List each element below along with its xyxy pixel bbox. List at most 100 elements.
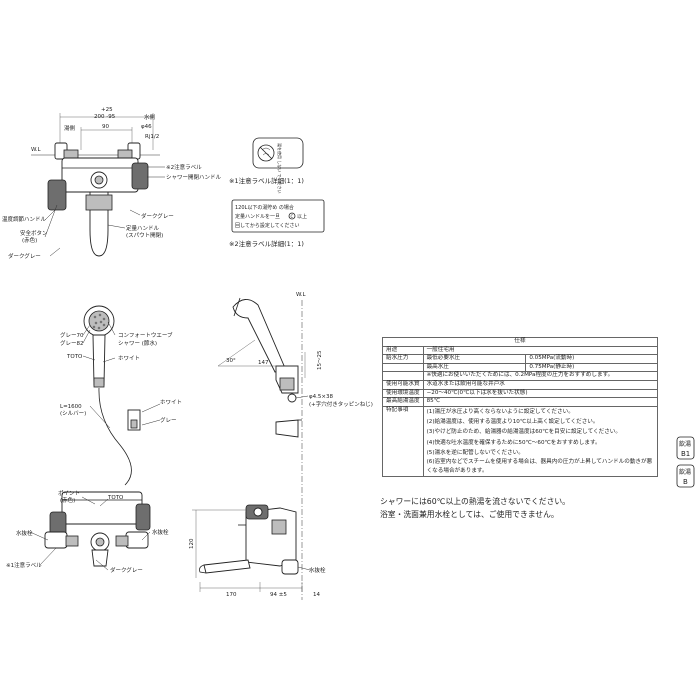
- dim-25: +25: [101, 107, 113, 113]
- badge2-top: 飲湯: [679, 468, 691, 476]
- hand-shower-detail: グレー70 グレー82 TOTO コンフォートウエーブ シャワー (節水) ホワ…: [60, 305, 182, 486]
- front-view-top: +25 200 -95 90 φ46 Rј1/2 湯側 水側 W.L: [2, 107, 222, 260]
- dim-94: 94 ±5: [270, 592, 287, 598]
- spec-row-label: 給水圧力: [382, 354, 424, 364]
- notes-cell: (1)湯圧が水圧より高くならないように設定してください。 (2)給湯温度は、使用…: [422, 405, 659, 478]
- toto-label-b: TOTO: [107, 495, 124, 501]
- spec-row: ※快適にお使いいただくためには、0.2MPa程度の圧力をおすすめします。: [382, 371, 659, 381]
- note-4: (4)快適な吐水温度を確保するために50℃～60℃をおすすめします。: [426, 439, 601, 446]
- spec-row-label: 使用環境温度: [382, 388, 424, 399]
- comfort-label: コンフォートウエーブ: [118, 331, 173, 339]
- notes-label: 特記事項: [382, 405, 424, 478]
- flow-handle-label: 定量ハンドル: [126, 224, 160, 232]
- spec-row-sub: 最低必要水圧: [422, 354, 527, 364]
- drain-label-right: 水抜栓: [152, 528, 169, 536]
- safety-button-color: (赤色): [22, 236, 37, 244]
- dim-90: 90: [102, 124, 109, 130]
- badge-b: 飲湯 B: [676, 464, 695, 488]
- grey-label-c: グレー: [160, 416, 177, 424]
- safety-button-label: 安全ボタン: [20, 229, 48, 237]
- label2-line4: 回してから設定してください: [235, 222, 300, 229]
- spec-row-label: 用途: [382, 345, 424, 356]
- spec-row: 使用可能水質水道水または飲用可能な井戸水: [382, 379, 659, 390]
- temp-handle-label: 温度調節ハンドル: [2, 215, 47, 223]
- wl-label-b: W.L: [296, 292, 307, 298]
- note-2: (2)給湯温度は、使用する温度より10℃以上高く設定してください。: [426, 419, 599, 426]
- dim-170: 170: [226, 592, 237, 598]
- note-5: (5)湯水を逆に配管しないでください。: [426, 449, 524, 456]
- label1-text: 湯を使用 しない でください: [277, 143, 283, 194]
- flow-handle-note: (スパウト開閉): [126, 231, 163, 239]
- badge2-bottom: B: [683, 478, 688, 486]
- spec-row-label: [382, 371, 424, 381]
- spec-row-value: ※快適にお使いいただくためには、0.2MPa程度の圧力をおすすめします。: [422, 371, 659, 381]
- dark-grey-label-c: ダークグレー: [110, 566, 143, 574]
- dim-147: 147: [258, 360, 269, 366]
- badge1-top: 飲湯: [679, 440, 691, 448]
- side-view-shower: W.L 147 30° 15～25 φ4.5×38 (+字穴付きタッピンねじ): [217, 292, 373, 600]
- hot-side-label: 湯側: [64, 124, 76, 132]
- dim-120: 120: [189, 538, 195, 549]
- label2-line3: 以上: [297, 213, 307, 220]
- dark-grey-label-b: ダークグレー: [8, 252, 41, 260]
- note-6: (6)浴室内などでスチームを使用する場合は、器具内の圧力が上昇してハンドルの動き…: [426, 459, 653, 475]
- dim-46: φ46: [141, 124, 152, 130]
- hose-color: (シルバー): [60, 410, 86, 417]
- dark-grey-label-a: ダークグレー: [141, 212, 174, 220]
- note-1: (1)湯圧が水圧より高くならないように設定してください。: [426, 408, 574, 415]
- spec-row: 用途一般住宅用: [382, 345, 659, 356]
- spec-row-sub: 最高水圧: [422, 362, 527, 373]
- note-3: (3)やけど防止のため、給湯器の給湯温度は60℃を目安に設定してください。: [426, 429, 621, 436]
- dim-15-25: 15～25: [317, 350, 323, 370]
- spec-row: 使用環境温度−20～40℃(0℃以下は水を抜いた状態): [382, 388, 659, 399]
- side-view-bottom: 120 170 94 ±5 14 水抜栓: [189, 504, 326, 598]
- warning-2: 浴室・洗面兼用水栓としては、ご使用できません。: [380, 510, 559, 519]
- spec-row-value: 0.05MPa(流動時): [525, 354, 658, 364]
- caution-label-2: 120L以下の湯貯め の場合 定量ハンドルを一旦 C 以上 回してから設定してく…: [229, 199, 325, 248]
- caution-label-1: 湯を使用 しない でください ※1注意ラベル詳細(1：1): [229, 137, 304, 194]
- shower-handle-label: シャワー開閉ハンドル: [166, 174, 222, 181]
- spec-row-label: 使用可能水質: [382, 379, 424, 390]
- spec-row-value: 水道水または飲用可能な井戸水: [422, 379, 659, 390]
- screw-label: φ4.5×38: [309, 394, 333, 400]
- label2-caption: ※2注意ラベル詳細(1：1): [229, 239, 304, 248]
- spec-row-value: −20～40℃(0℃以下は水を抜いた状態): [422, 388, 659, 399]
- dim-rj: Rј1/2: [145, 134, 159, 140]
- hose-length: L=1600: [60, 404, 82, 410]
- label1-caption: ※1注意ラベル詳細(1：1): [229, 176, 304, 185]
- point-label: ポイント: [58, 490, 80, 497]
- dim-14: 14: [313, 592, 320, 598]
- badge1-bottom: B1: [681, 450, 690, 458]
- spec-row-label: [382, 362, 424, 373]
- white-label-a: ホワイト: [118, 355, 140, 362]
- grey82-label: グレー82: [60, 339, 84, 347]
- warn-label-1: ※1注意ラベル: [6, 561, 42, 569]
- drain-label-bottom: 水抜栓: [309, 566, 326, 574]
- warning-1: シャワーには60℃以上の熱湯を流さないでください。: [380, 497, 570, 506]
- spec-row-value: 一般住宅用: [422, 345, 659, 356]
- warn-label-2: ※2注意ラベル: [166, 163, 202, 171]
- cold-side-label: 水側: [144, 113, 156, 121]
- dim-30: 30°: [226, 358, 236, 364]
- grey70-label: グレー70: [60, 331, 84, 339]
- screw-note: (+字穴付きタッピンねじ): [309, 400, 373, 408]
- comfort-label-2: シャワー (節水): [118, 339, 157, 347]
- spec-row-label: 最高給湯温度: [382, 397, 424, 407]
- spec-row-value: 0.75MPa(静止時): [525, 362, 658, 373]
- point-color: (赤色): [60, 496, 75, 504]
- label2-line2: 定量ハンドルを一旦: [235, 213, 280, 220]
- wl-label-a: W.L: [31, 147, 42, 153]
- label2-line1: 120L以下の湯貯め の場合: [235, 204, 294, 211]
- front-view-bottom: ポイント (赤色) TOTO 水抜栓 水抜栓 ※1注意ラベル ダークグレー: [6, 490, 169, 574]
- spec-title: 仕様: [382, 337, 658, 347]
- spec-row-value: 85℃: [422, 397, 659, 407]
- dim-200-95: 200 -95: [94, 114, 116, 120]
- white-label-b: ホワイト: [160, 399, 182, 406]
- label2-mark: C: [291, 214, 294, 219]
- badge-b1: 飲湯 B1: [676, 436, 695, 460]
